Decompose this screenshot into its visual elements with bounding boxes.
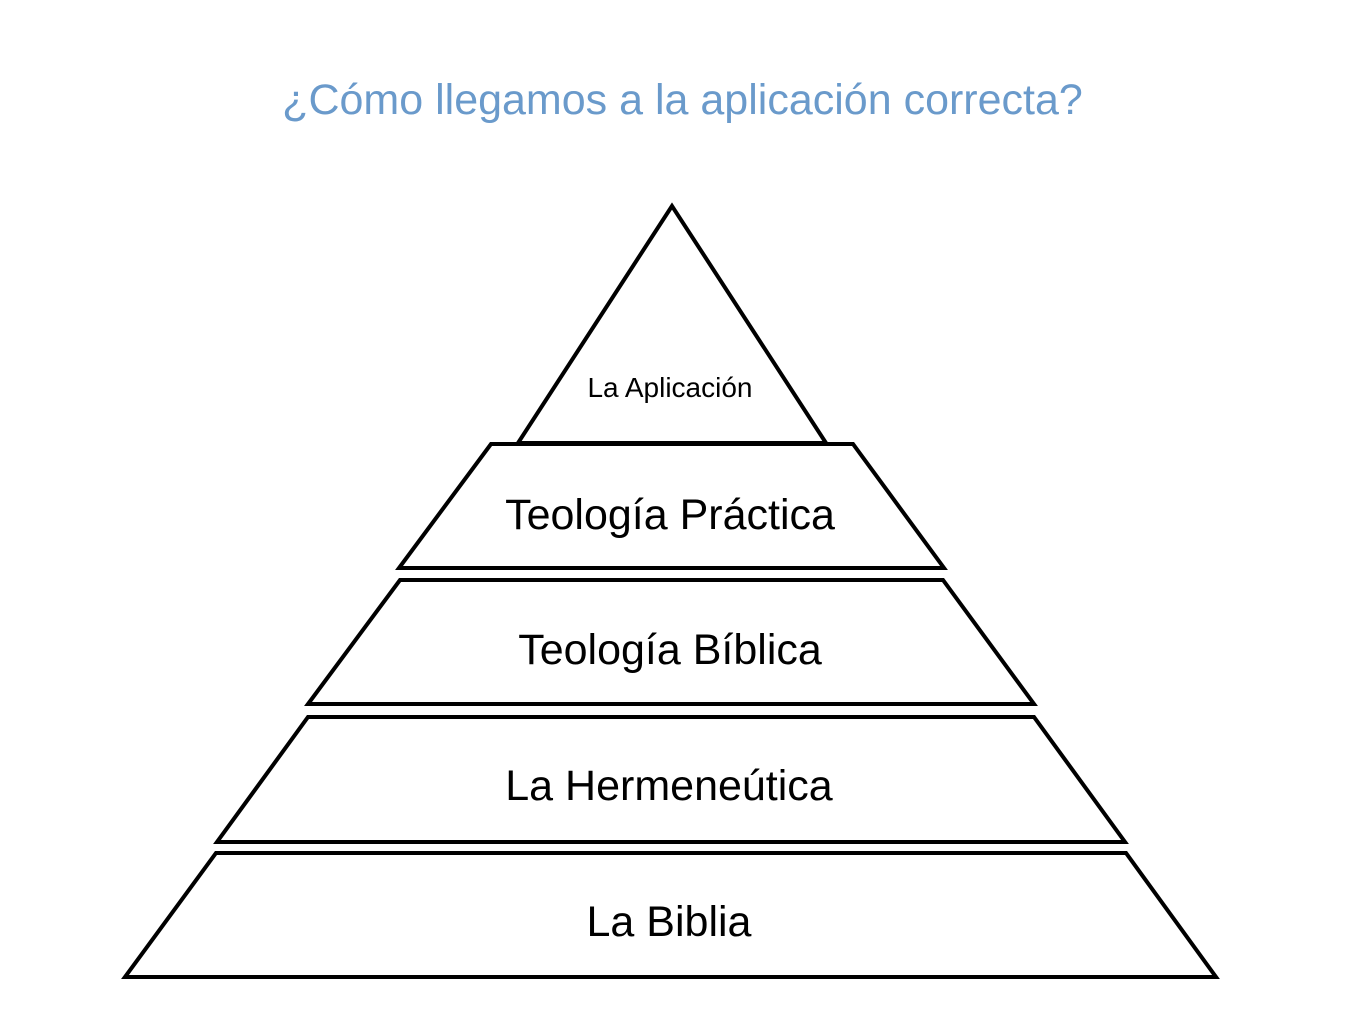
pyramid-level-application: La Aplicación <box>514 202 830 445</box>
slide-title: ¿Cómo llegamos a la aplicación correcta? <box>282 76 1083 124</box>
pyramid-level-hermeneutics: La Hermeneútica <box>213 715 1129 844</box>
level-label-bible: La Biblia <box>587 898 752 946</box>
level-label-application: La Aplicación <box>587 372 752 403</box>
pyramid-level-bible: La Biblia <box>121 851 1220 979</box>
level-label-hermeneutics: La Hermeneútica <box>505 762 833 810</box>
pyramid-tier-shape <box>395 442 948 570</box>
pyramid-level-practical-theology: Teología Práctica <box>395 442 948 570</box>
pyramid-level-biblical-theology: Teología Bíblica <box>304 578 1038 706</box>
pyramid-tier-shape <box>304 578 1038 706</box>
level-label-biblical-theology: Teología Bíblica <box>518 626 822 674</box>
level-label-practical-theology: Teología Práctica <box>505 491 835 539</box>
pyramid-apex-triangle <box>514 202 830 445</box>
pyramid-tier-shape <box>121 851 1220 979</box>
pyramid-tier-shape <box>213 715 1129 844</box>
